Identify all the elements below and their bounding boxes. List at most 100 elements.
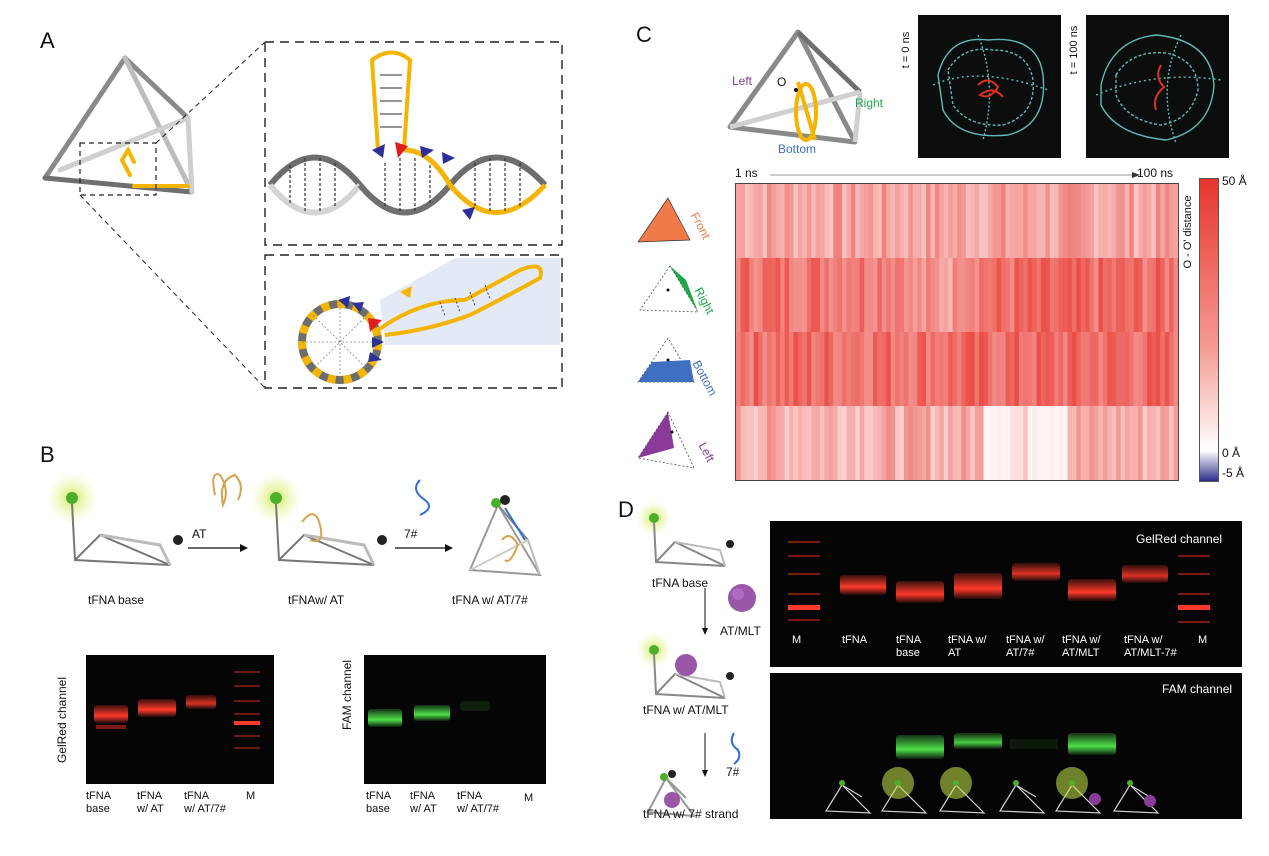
heatmap-cell [1155,184,1161,258]
heatmap-cell [833,184,839,258]
panel-label-a: A [40,28,55,53]
d-lane-5: tFNA w/ AT/7# [1006,634,1045,659]
heatmap-cell [775,406,781,480]
heatmap-cell [1010,258,1016,332]
d-7-strand-icon [730,732,741,765]
heatmap-cell [965,184,971,258]
heatmap-cell [1014,332,1020,406]
heatmap-cell [895,258,901,332]
heatmap-cell [762,184,768,258]
heatmap-cell [864,406,870,480]
heatmap-cell [1085,258,1091,332]
heatmap-cell [974,406,980,480]
heatmap-cell [740,258,746,332]
lane-icons [824,767,1160,814]
heatmap-cell [1089,184,1095,258]
heatmap-cell [1107,184,1113,258]
heatmap-cell [1124,258,1130,332]
heatmap-cell [873,332,879,406]
heatmap-cell [1129,258,1135,332]
heatmap-cell [1036,406,1042,480]
heatmap-cell [881,406,887,480]
heatmap-cell [766,406,772,480]
heatmap-cell [1155,406,1161,480]
heatmap-cell [921,184,927,258]
heatmap-cell [1085,332,1091,406]
heatmap-cell [771,184,777,258]
heatmap-cell [766,184,772,258]
heatmap-cell [758,332,764,406]
heatmap-cell [961,184,967,258]
heatmap-cell [1089,258,1095,332]
fam-gel-b [364,655,546,784]
heatmap-cell [917,332,923,406]
heatmap-cell [850,406,856,480]
heatmap-cell [877,258,883,332]
heatmap-cell [983,406,989,480]
heatmap-cell [992,332,998,406]
heatmap-cell [943,406,949,480]
heatmap-cell [912,406,918,480]
heatmap-cell [877,406,883,480]
heatmap-cell [1058,184,1064,258]
heatmap-cell [908,258,914,332]
heatmap-cell [877,184,883,258]
heatmap-cell [859,332,865,406]
heatmap-cell [789,184,795,258]
heatmap-cell [744,406,750,480]
heatmap-cell [789,258,795,332]
heatmap-cell [1001,258,1007,332]
heatmap-cell [855,406,861,480]
heatmap-cell [1010,184,1016,258]
heatmap-cell [753,258,759,332]
heatmap-cell [974,332,980,406]
heatmap-cell [1014,184,1020,258]
heatmap-cell [824,332,830,406]
heatmap-cell [1160,184,1166,258]
heatmap-cell [899,406,905,480]
heatmap-cell [930,406,936,480]
heatmap-cell [1014,406,1020,480]
heatmap-cell [819,406,825,480]
heatmap-cell [1142,184,1148,258]
heatmap-cell [824,184,830,258]
heatmap-cell [961,332,967,406]
heatmap-cell [811,258,817,332]
fam-axis-label: FAM channel [340,659,354,731]
heatmap-cell [1045,406,1051,480]
heatmap-cell [926,406,932,480]
heatmap-cell [1155,258,1161,332]
heatmap-cell [970,258,976,332]
heatmap-cell [850,184,856,258]
heatmap-cell [1063,258,1069,332]
panel-label-d: D [618,497,634,522]
heatmap-cell [824,258,830,332]
heatmap-cell [934,406,940,480]
heatmap-cell [987,332,993,406]
heatmap-cell [1142,258,1148,332]
d-lane-2: tFNA [842,634,868,646]
heatmap-cell [895,184,901,258]
heatmap-cell [1151,184,1157,258]
heatmap-cell [1054,406,1060,480]
heatmap-cell [1040,406,1046,480]
heatmap-cell [1054,332,1060,406]
heatmap-cell [736,184,742,258]
heatmap-cell [926,184,932,258]
colorbar-title: O - O' distance [1182,195,1194,269]
heatmap-cell [1085,406,1091,480]
heatmap-cell [1164,406,1170,480]
heatmap-cell [1045,184,1051,258]
heatmap-cell [890,332,896,406]
heatmap-cell [930,184,936,258]
heatmap-cell [846,406,852,480]
reagent-at: AT [192,527,207,541]
heatmap-cell [970,406,976,480]
heatmap-cell [1032,184,1038,258]
heatmap-cell [837,406,843,480]
heatmap-cell [771,332,777,406]
heatmap-cell [961,406,967,480]
heatmap-cell [1058,406,1064,480]
heatmap-cell [926,258,932,332]
heatmap-cell [775,332,781,406]
